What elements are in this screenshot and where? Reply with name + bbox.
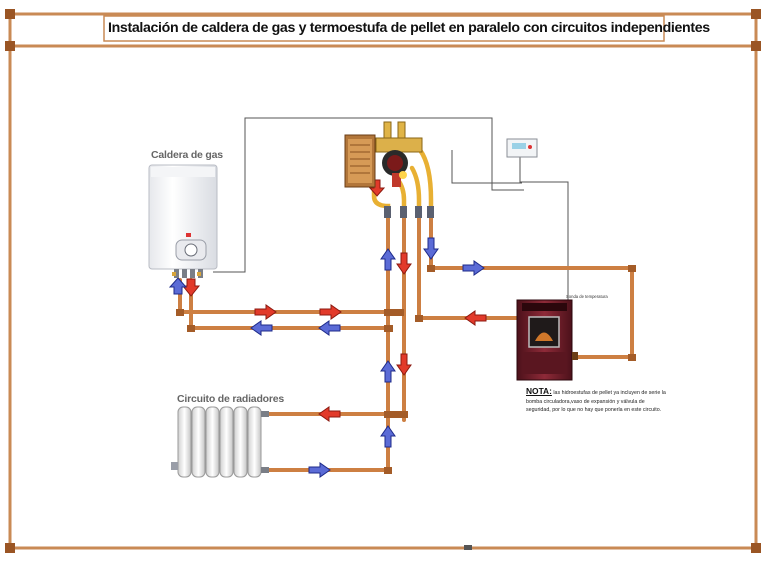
hydraulic-separator-icon <box>344 121 434 218</box>
radiator-icon <box>171 406 269 478</box>
frame-bottom-marker <box>464 545 472 550</box>
radiators-label: Circuito de radiadores <box>177 393 285 405</box>
diagram-title: Instalación de caldera de gas y termoest… <box>108 20 710 36</box>
pellet-stove-icon <box>516 299 578 381</box>
note-title: NOTA: <box>526 386 552 396</box>
pipe-fittings <box>176 265 636 474</box>
thermostat-icon <box>506 138 538 158</box>
note-box: NOTA: las hidroestufas de pellet ya incl… <box>526 387 666 415</box>
note-text: las hidroestufas de pellet ya incluyen d… <box>526 390 666 414</box>
frame-pipes <box>8 12 758 550</box>
flow-arrows <box>168 179 487 478</box>
temperature-probe-label: Sonda de temperatura <box>566 294 608 299</box>
boiler-label: Caldera de gas <box>151 149 223 161</box>
gas-boiler-icon <box>148 164 218 278</box>
frame-fittings <box>5 9 761 553</box>
control-wires <box>213 117 569 300</box>
pump-icon <box>382 150 408 187</box>
title-box <box>103 15 665 42</box>
